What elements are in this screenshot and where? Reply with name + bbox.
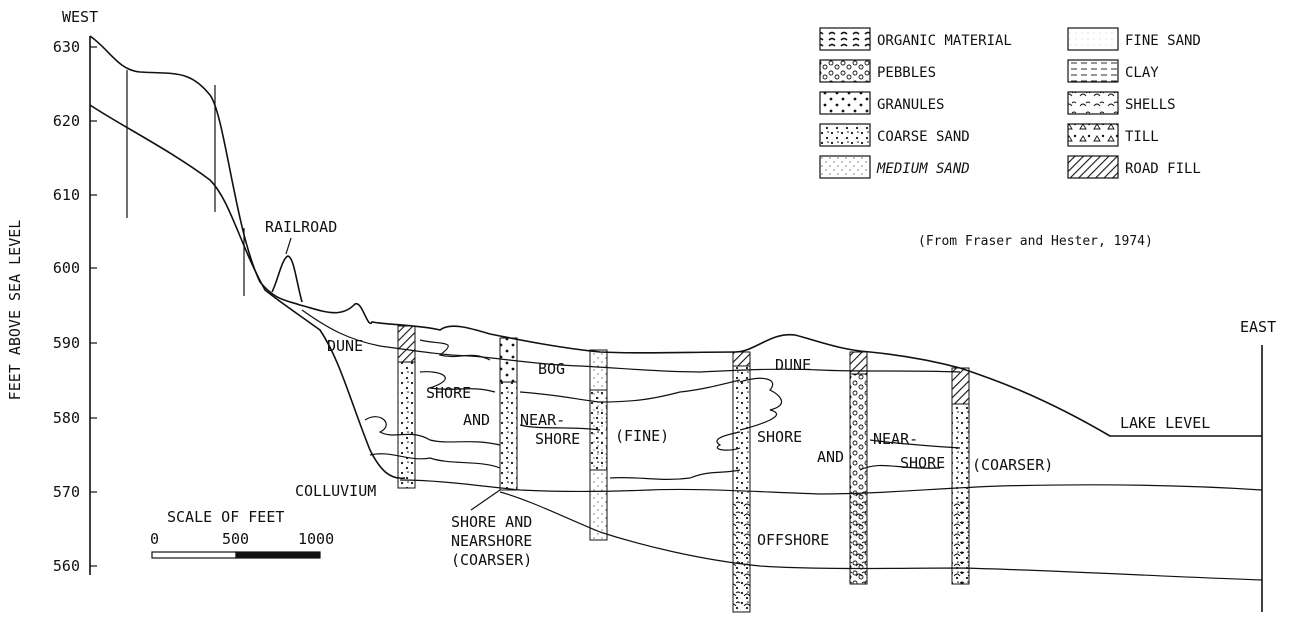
dune-label: DUNE [327,337,363,355]
y-axis-ticks [90,47,97,566]
and-label: AND [463,411,490,429]
legend-label: CLAY [1125,65,1159,81]
y-tick-label: 580 [53,409,80,427]
bog-label: BOG [538,360,565,378]
nearshore-label: NEAR- [873,430,918,448]
shore-nearshore-label: SHORE AND [451,513,532,531]
y-tick-label: 620 [53,112,80,130]
legend-item-pebbles: PEBBLES [820,60,936,82]
legend-item-road-fill: ROAD FILL [1068,156,1201,178]
legend-item-clay: CLAY [1068,60,1159,82]
source-credit: (From Fraser and Hester, 1974) [918,234,1153,249]
and-label: AND [817,448,844,466]
legend-label: GRANULES [877,97,944,113]
legend-label: SHELLS [1125,97,1176,113]
shore-nearshore-label: (COARSER) [451,551,532,569]
borehole [952,368,969,584]
y-tick-label: 590 [53,334,80,352]
legend-label: PEBBLES [877,65,936,81]
legend-item-shells: SHELLS [1068,92,1176,114]
borehole [500,338,517,490]
railroad-label: RAILROAD [265,218,337,236]
y-axis-title: FEET ABOVE SEA LEVEL [6,220,24,401]
y-tick-label: 560 [53,557,80,575]
scale-bar: SCALE OF FEET 0 500 1000 [150,508,334,558]
nearshore-label: NEAR- [520,411,565,429]
scale-tick-label: 500 [222,530,249,548]
legend-item-coarse-sand: COARSE SAND [820,124,970,146]
y-tick-label: 630 [53,38,80,56]
legend-item-medium-sand: MEDIUM SAND [820,156,970,178]
shore-label: SHORE [426,384,471,402]
scale-title: SCALE OF FEET [167,508,284,526]
shore-label: SHORE [535,430,580,448]
legend-item-fine-sand: FINE SAND [1068,28,1201,50]
offshore-label: OFFSHORE [757,531,829,549]
legend-item-organic: ORGANIC MATERIAL [820,28,1012,50]
dune-label: DUNE [775,356,811,374]
legend-item-till: TILL [1068,124,1159,146]
legend-item-granules: GRANULES [820,92,944,114]
shore-label: SHORE [900,454,945,472]
legend: ORGANIC MATERIAL PEBBLES GRANULES COARSE… [820,28,1201,249]
y-axis: 630 620 610 600 590 580 570 560 FEET ABO… [6,36,97,575]
legend-label: FINE SAND [1125,33,1201,49]
borehole [733,352,750,612]
fine-label: (FINE) [615,427,669,445]
stratigraphic-boundaries [90,36,1262,580]
underlying-surface [90,105,405,478]
shore-nearshore-label: NEARSHORE [451,532,532,550]
scale-tick-label: 0 [150,530,159,548]
legend-label: ORGANIC MATERIAL [877,33,1012,49]
borehole [590,350,607,540]
scale-tick-label: 1000 [298,530,334,548]
borehole [850,352,867,584]
shore-label: SHORE [757,428,802,446]
legend-label: COARSE SAND [877,129,970,145]
legend-label: MEDIUM SAND [876,161,970,177]
lake-level-label: LAKE LEVEL [1120,414,1210,432]
colluvium-label: COLLUVIUM [295,482,376,500]
y-tick-label: 570 [53,483,80,501]
boreholes [398,326,969,612]
y-tick-label: 600 [53,259,80,277]
borehole [398,326,415,488]
y-tick-label: 610 [53,186,80,204]
west-label: WEST [62,8,98,26]
east-label: EAST [1240,318,1276,336]
railroad-embankment [272,256,302,302]
railroad-leader [286,238,291,254]
legend-label: ROAD FILL [1125,161,1201,177]
coarser-label: (COARSER) [972,456,1053,474]
legend-label: TILL [1125,129,1159,145]
